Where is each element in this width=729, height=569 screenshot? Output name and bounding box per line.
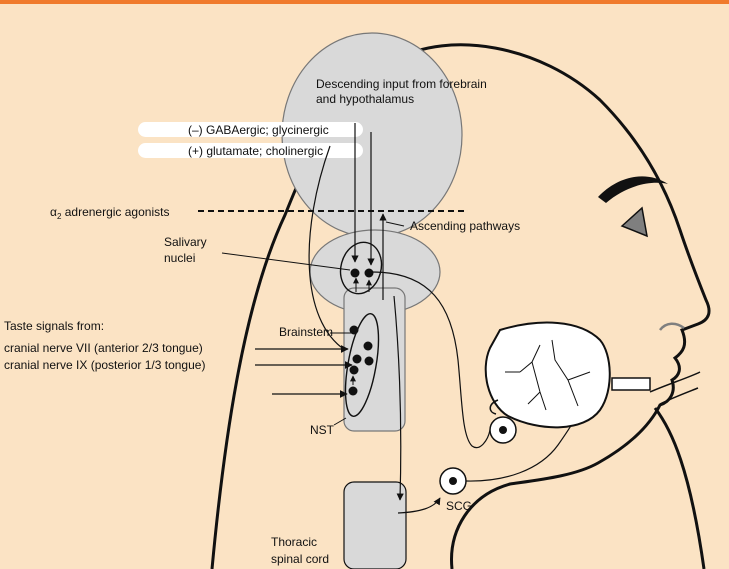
nst-neuron-5 xyxy=(350,366,359,375)
excitatory-label: (+) glutamate; cholinergic xyxy=(188,144,323,158)
descending-input-label-1: Descending input from forebrain xyxy=(316,77,487,91)
taste-ix-label: cranial nerve IX (posterior 1/3 tongue) xyxy=(4,358,205,372)
descending-input-label-2: and hypothalamus xyxy=(316,92,414,106)
thoracic-label-1: Thoracic xyxy=(271,535,317,549)
scg-label: SCG xyxy=(446,499,472,513)
salivary-neuron-2 xyxy=(365,269,374,278)
taste-vii-label: cranial nerve VII (anterior 2/3 tongue) xyxy=(4,341,203,355)
thoracic-spinal-cord xyxy=(344,482,406,569)
nst-neuron-4 xyxy=(365,357,374,366)
eye-shape xyxy=(622,208,647,236)
eyebrow-shape xyxy=(598,176,668,203)
brainstem-label: Brainstem xyxy=(279,325,333,339)
nst-label: NST xyxy=(310,423,335,437)
neck-front-outline xyxy=(655,408,704,569)
nst-neuron-6 xyxy=(349,387,358,396)
alpha2-label: α2 adrenergic agonists xyxy=(50,205,169,221)
salivary-nuclei-label-1: Salivary xyxy=(164,235,207,249)
nst-neuron-3 xyxy=(353,355,362,364)
nst-neuron-2 xyxy=(364,342,373,351)
top-strip xyxy=(0,0,729,4)
salivary-nuclei-label-2: nuclei xyxy=(164,251,195,265)
ascending-pathways-label: Ascending pathways xyxy=(410,219,520,233)
salivary-duct xyxy=(612,378,650,390)
thoracic-label-2: spinal cord xyxy=(271,552,329,566)
scg-ganglion-core xyxy=(449,477,457,485)
otic-ganglion-core xyxy=(499,426,507,434)
salivary-gland xyxy=(486,323,610,428)
taste-signals-header: Taste signals from: xyxy=(4,319,104,333)
inhibitory-label: (–) GABAergic; glycinergic xyxy=(188,123,329,137)
salivary-neuron-1 xyxy=(351,269,360,278)
